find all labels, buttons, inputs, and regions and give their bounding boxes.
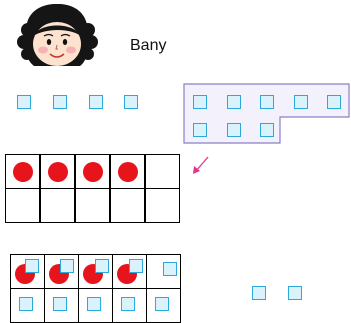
square: [60, 259, 74, 273]
frame-cell: [145, 188, 180, 223]
square: [163, 262, 177, 276]
square: [288, 286, 302, 300]
square: [87, 297, 101, 311]
red-dot: [48, 162, 68, 182]
square: [19, 297, 33, 311]
square: [95, 259, 109, 273]
frame-cell: [5, 188, 40, 223]
square: [53, 297, 67, 311]
frame-cell: [145, 154, 180, 189]
red-dot: [83, 162, 103, 182]
square: [121, 297, 135, 311]
frame-cell: [75, 188, 110, 223]
square: [129, 259, 143, 273]
red-dot: [118, 162, 138, 182]
square: [155, 297, 169, 311]
frame-cell: [40, 188, 75, 223]
frame-cell: [110, 188, 145, 223]
red-dot: [13, 162, 33, 182]
square: [25, 259, 39, 273]
square: [252, 286, 266, 300]
